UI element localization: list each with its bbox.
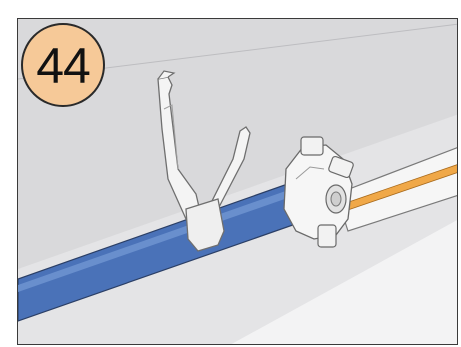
- step-number: 44: [36, 41, 90, 91]
- step-number-badge: 44: [21, 23, 105, 107]
